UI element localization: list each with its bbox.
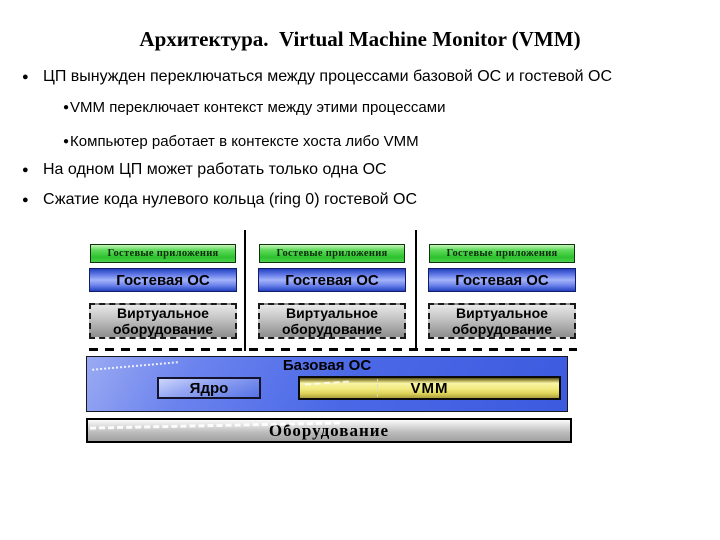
bullet-text: ЦП вынужден переключаться между процесса… (43, 68, 613, 85)
bullet-marker-icon (22, 191, 43, 206)
sub-bullet-item: Компьютер работает в контексте хоста либ… (63, 133, 419, 150)
guest-apps-box: Гостевые приложения (259, 244, 405, 263)
bullet-marker-icon (63, 133, 69, 147)
virtualization-boundary-dashed-line (89, 348, 577, 351)
vm-column-2: Гостевые приложения Гостевая ОС Виртуаль… (258, 244, 406, 339)
slide-title: Архитектура. Virtual Machine Monitor (VM… (139, 27, 581, 51)
vm-column-1: Гостевые приложения Гостевая ОС Виртуаль… (89, 244, 237, 339)
virtual-hardware-box: Виртуальное оборудование (428, 303, 576, 339)
guest-os-box: Гостевая ОС (89, 268, 237, 292)
sub-bullet-item: VMM переключает контекст между этими про… (63, 99, 445, 116)
bullet-marker-icon (22, 161, 43, 176)
bullet-item: Сжатие кода нулевого кольца (ring 0) гос… (22, 191, 417, 209)
guest-apps-box: Гостевые приложения (90, 244, 236, 263)
virtual-hardware-box: Виртуальное оборудование (258, 303, 406, 339)
bullet-text: Сжатие кода нулевого кольца (ring 0) гос… (43, 191, 417, 208)
ghost-divider-line (377, 379, 378, 397)
bullet-marker-icon (63, 99, 69, 113)
bullet-item: ЦП вынужден переключаться между процесса… (22, 68, 612, 86)
column-divider-line (415, 230, 417, 351)
hardware-bar: Оборудование (86, 418, 572, 443)
sub-bullet-text: VMM переключает контекст между этими про… (70, 99, 446, 116)
guest-apps-box: Гостевые приложения (429, 244, 575, 263)
host-os-label: Базовая ОС (282, 357, 372, 374)
bullet-item: На одном ЦП может работать только одна О… (22, 161, 387, 179)
guest-os-box: Гостевая ОС (258, 268, 406, 292)
vm-column-3: Гостевые приложения Гостевая ОС Виртуаль… (428, 244, 576, 339)
bullet-text: На одном ЦП может работать только одна О… (43, 161, 387, 178)
kernel-box: Ядро (157, 377, 261, 399)
vmm-box: VMM (298, 376, 561, 400)
column-divider-line (244, 230, 246, 351)
bullet-marker-icon (22, 68, 43, 83)
guest-os-box: Гостевая ОС (428, 268, 576, 292)
virtual-hardware-box: Виртуальное оборудование (89, 303, 237, 339)
sub-bullet-text: Компьютер работает в контексте хоста либ… (70, 133, 419, 150)
